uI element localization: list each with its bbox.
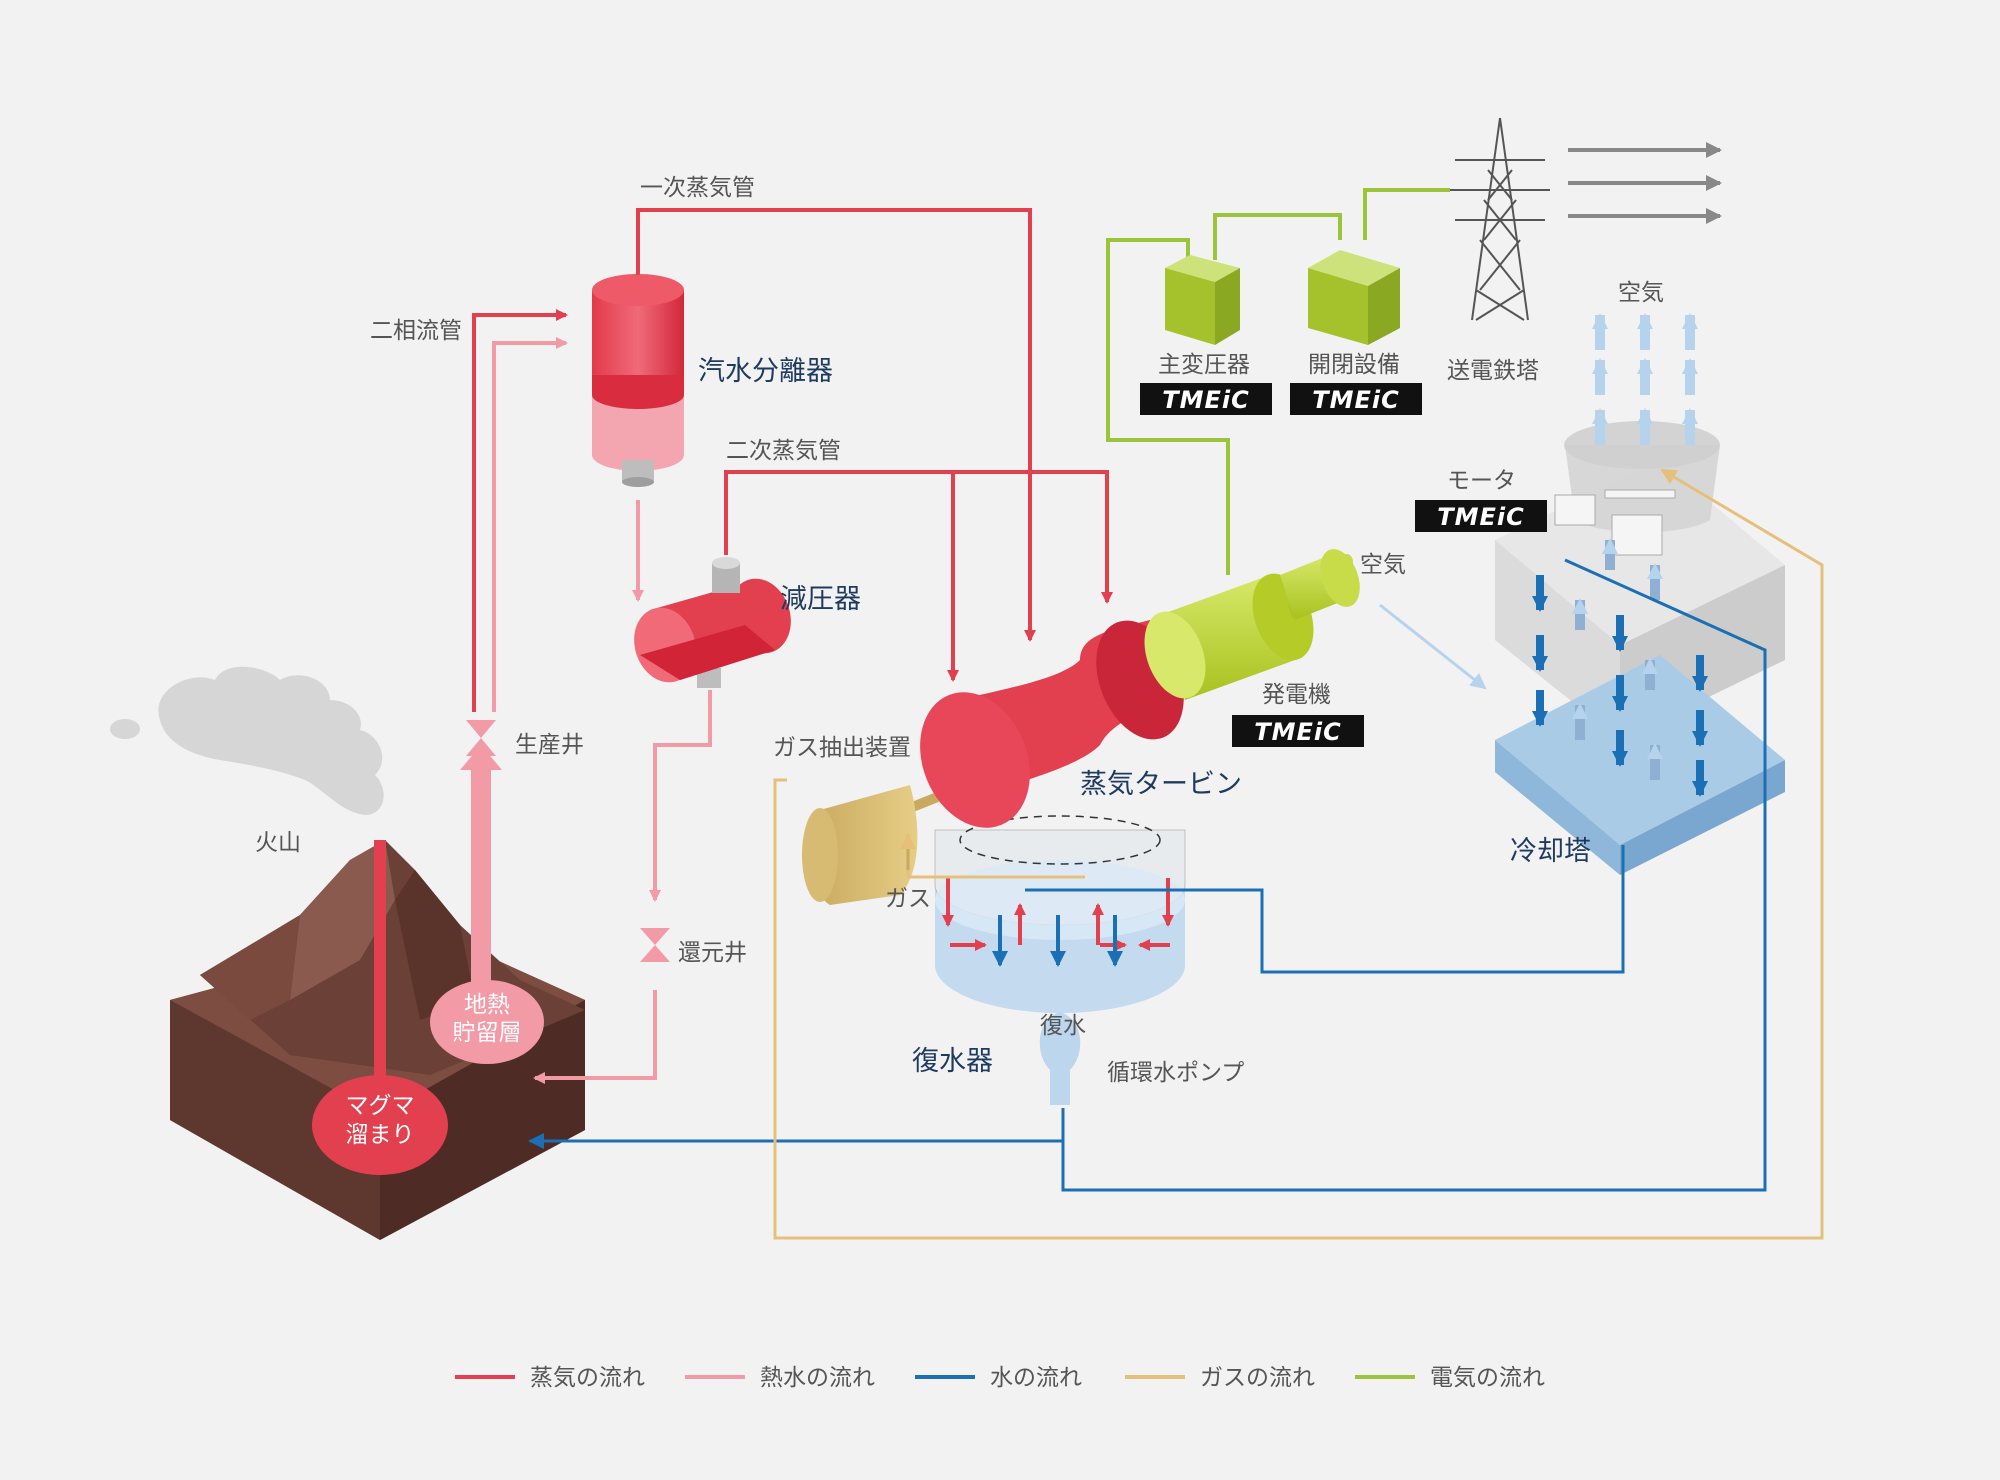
tmeic-badge-transformer: TMEiC bbox=[1140, 383, 1272, 415]
geothermal-reservoir bbox=[430, 980, 544, 1064]
legend: 蒸気の流れ 熱水の流れ 水の流れ ガスの流れ 電気の流れ bbox=[455, 1365, 1545, 1391]
legend-item-water: 水の流れ bbox=[915, 1365, 1082, 1391]
switchgear bbox=[1308, 250, 1400, 345]
label-switchgear: 開閉設備 bbox=[1308, 352, 1400, 378]
transmission-tower bbox=[1450, 117, 1550, 321]
label-production-well: 生産井 bbox=[515, 732, 584, 758]
two-phase-pipe-steam bbox=[472, 309, 568, 712]
label-gas-extractor: ガス抽出装置 bbox=[773, 735, 911, 761]
legend-item-steam: 蒸気の流れ bbox=[455, 1365, 645, 1391]
legend-item-electric: 電気の流れ bbox=[1355, 1365, 1545, 1391]
reinjection-pipe bbox=[533, 990, 657, 1084]
magma-label-1: マグマ bbox=[346, 1093, 415, 1119]
secondary-steam-pipe bbox=[724, 470, 1113, 604]
label-air-side: 空気 bbox=[1360, 552, 1406, 578]
label-two-phase-pipe: 二相流管 bbox=[370, 318, 462, 344]
label-condenser: 復水器 bbox=[912, 1046, 993, 1077]
two-phase-pipe-water bbox=[492, 337, 568, 712]
label-reinjection-well: 還元井 bbox=[678, 940, 747, 966]
svg-text:熱水の流れ: 熱水の流れ bbox=[760, 1365, 875, 1391]
cooling-tower-water-arrows bbox=[1532, 575, 1708, 797]
svg-text:電気の流れ: 電気の流れ bbox=[1430, 1365, 1545, 1391]
svg-text:ガスの流れ: ガスの流れ bbox=[1200, 1365, 1315, 1391]
label-pressure-reducer: 減圧器 bbox=[780, 584, 861, 615]
label-secondary-steam-pipe: 二次蒸気管 bbox=[726, 438, 841, 464]
tmeic-badge-switchgear: TMEiC bbox=[1290, 383, 1422, 415]
magma-chamber bbox=[312, 1075, 448, 1175]
tmeic-badge-motor: TMEiC bbox=[1415, 500, 1547, 532]
svg-text:TMEiC: TMEiC bbox=[1437, 503, 1525, 531]
label-volcano: 火山 bbox=[255, 830, 301, 856]
label-circulating-pump: 循環水ポンプ bbox=[1107, 1060, 1244, 1086]
legend-item-gas: ガスの流れ bbox=[1125, 1365, 1315, 1391]
label-generator: 発電機 bbox=[1262, 682, 1331, 708]
label-air-top: 空気 bbox=[1618, 280, 1664, 306]
pressure-reducer bbox=[634, 557, 791, 688]
legend-item-hot-water: 熱水の流れ bbox=[685, 1365, 875, 1391]
label-separator: 汽水分離器 bbox=[698, 356, 833, 387]
label-gas: ガス bbox=[885, 886, 931, 912]
tmeic-badge-generator: TMEiC bbox=[1232, 715, 1364, 747]
cooling-tower-feed-pipe bbox=[1061, 558, 1767, 1192]
svg-text:蒸気の流れ: 蒸気の流れ bbox=[530, 1365, 645, 1391]
steam-turbine bbox=[920, 620, 1203, 828]
power-output-arrows bbox=[1568, 142, 1722, 224]
air-into-cooling-tower-arrow bbox=[1379, 603, 1487, 690]
main-transformer bbox=[1165, 255, 1240, 345]
gas-extractor bbox=[802, 775, 982, 905]
production-well-arrow bbox=[460, 745, 502, 770]
label-cooling-tower: 冷却塔 bbox=[1510, 836, 1591, 867]
cooling-water-return-pipe bbox=[1025, 845, 1625, 974]
reinjection-well-valve bbox=[640, 928, 670, 962]
electric-line-generator bbox=[1106, 238, 1230, 575]
label-primary-steam-pipe: 一次蒸気管 bbox=[640, 175, 755, 201]
label-motor: モータ bbox=[1447, 468, 1516, 494]
condenser-flow-arrows bbox=[942, 878, 1174, 967]
svg-text:TMEiC: TMEiC bbox=[1162, 386, 1250, 414]
label-main-transformer: 主変圧器 bbox=[1158, 352, 1250, 378]
label-steam-turbine: 蒸気タービン bbox=[1080, 769, 1242, 800]
primary-steam-pipe bbox=[636, 208, 1036, 642]
svg-text:TMEiC: TMEiC bbox=[1254, 718, 1342, 746]
generator bbox=[1144, 549, 1360, 700]
production-well-pipe bbox=[471, 770, 491, 1000]
reducer-to-reinjection-pipe bbox=[649, 690, 712, 902]
cooling-tower bbox=[1495, 421, 1785, 875]
reservoir-label-2: 貯留層 bbox=[453, 1020, 522, 1046]
cooling-tower-air-arrows bbox=[1572, 313, 1698, 780]
electric-line-switchgear bbox=[1363, 188, 1450, 240]
reinjection-water-pipe bbox=[528, 1133, 1065, 1149]
gas-exhaust-pipe bbox=[773, 468, 1824, 1240]
svg-text:TMEiC: TMEiC bbox=[1312, 386, 1400, 414]
production-well-valve bbox=[466, 720, 496, 756]
reservoir-label-1: 地熱 bbox=[464, 992, 510, 1018]
steam-separator bbox=[592, 274, 684, 487]
magma-label-2: 溜まり bbox=[346, 1122, 415, 1148]
volcano-smoke bbox=[110, 666, 384, 815]
svg-text:水の流れ: 水の流れ bbox=[990, 1365, 1082, 1391]
gas-return-pipe bbox=[906, 870, 1085, 879]
label-transmission-tower: 送電鉄塔 bbox=[1447, 358, 1539, 384]
electric-line-transformer bbox=[1213, 213, 1342, 260]
label-condensate: 復水 bbox=[1040, 1013, 1086, 1039]
